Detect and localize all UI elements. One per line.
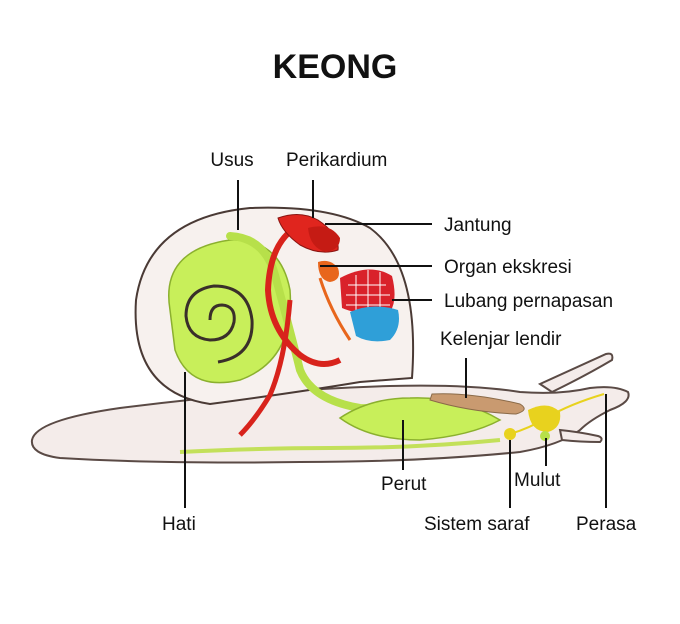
mouth (540, 431, 550, 441)
label-perasa: Perasa (576, 514, 637, 535)
blood-vessel (264, 222, 342, 367)
snail-illustration (30, 206, 630, 464)
liver (168, 239, 292, 384)
label-jantung: Jantung (444, 215, 512, 236)
upper-tentacle (537, 352, 614, 394)
label-perikardium: Perikardium (286, 150, 387, 171)
label-organ-ekskresi: Organ ekskresi (444, 257, 572, 278)
diagram-title: KEONG (273, 48, 398, 86)
intestine-lower (179, 438, 501, 454)
respiratory-mesh (346, 270, 390, 312)
label-mulut: Mulut (514, 470, 561, 491)
excretory-duct (318, 277, 352, 341)
stomach (338, 397, 502, 441)
label-hati: Hati (162, 514, 196, 535)
mucus-gland (429, 393, 525, 415)
label-sistem-saraf: Sistem saraf (424, 514, 530, 535)
respiratory-blue (350, 306, 399, 342)
respiratory-lung (340, 269, 395, 314)
heart (308, 226, 340, 252)
label-kelenjar-lendir: Kelenjar lendir (440, 329, 562, 350)
leader-lines (184, 180, 607, 508)
blood-vessel-lower (238, 299, 293, 437)
shell-spiral (184, 284, 254, 364)
label-lubang-pernapasan: Lubang pernapasan (444, 291, 613, 312)
label-perut: Perut (381, 474, 427, 495)
lower-tentacle (558, 428, 603, 444)
nerve-cord (509, 393, 605, 435)
label-usus: Usus (210, 150, 253, 171)
